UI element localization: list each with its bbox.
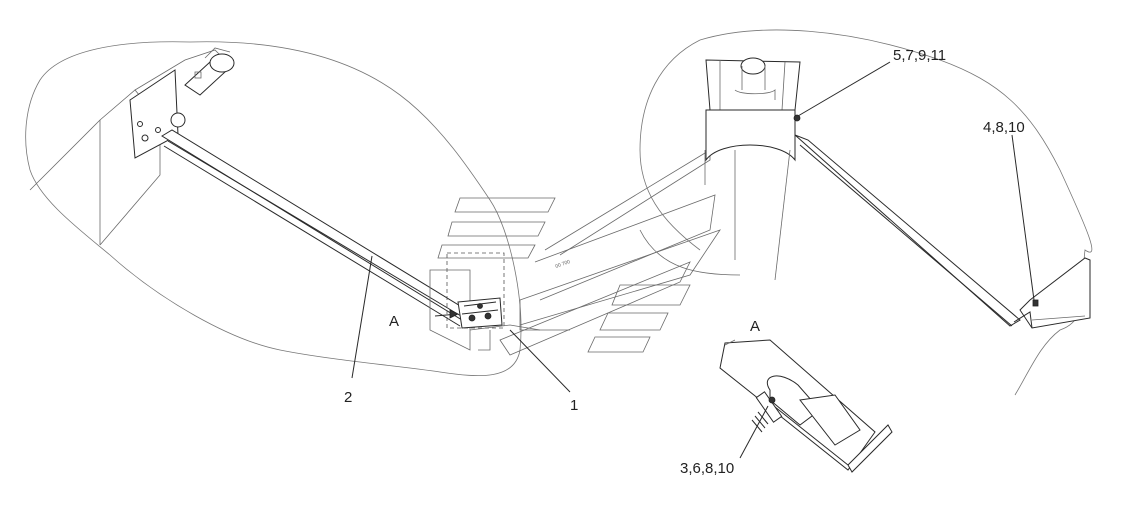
callout-view-arrow-a: A [389,313,399,330]
part-2-long-bar [161,129,471,327]
callout-3-6-8-10: 3,6,8,10 [680,460,734,477]
leader-lines [351,61,1035,459]
callout-view-title-a: A [750,318,760,335]
right-cloud-region [639,29,1093,396]
callout-5-7-9-11: 5,7,9,11 [893,47,946,64]
detail-view-a [719,339,893,473]
svg-text:00 700: 00 700 [555,259,572,270]
cab-steps: 00 700 [429,149,721,356]
callout-part-2: 2 [344,389,352,406]
callout-4-8-10: 4,8,10 [983,119,1025,136]
callout-part-1: 1 [570,397,578,414]
part-1-bracket [446,252,505,329]
